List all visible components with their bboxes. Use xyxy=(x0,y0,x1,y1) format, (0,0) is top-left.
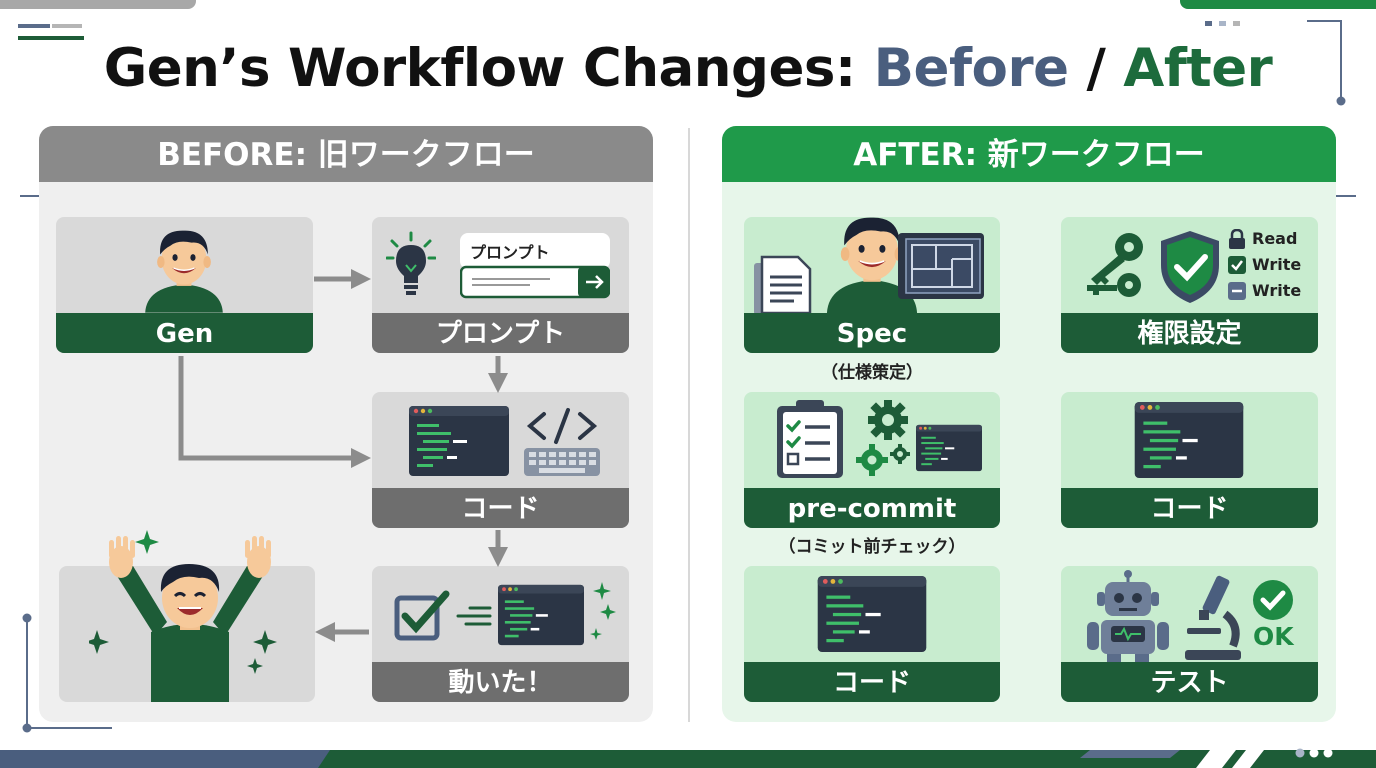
shield-check-icon xyxy=(1161,231,1219,303)
lightbulb-icon xyxy=(386,231,436,295)
robot-icon xyxy=(1087,570,1169,662)
sparkle-icon xyxy=(590,582,616,640)
title-before-word: Before xyxy=(873,38,1069,99)
corner-lines-top-left xyxy=(18,17,84,44)
after-code-label-2: コード xyxy=(744,662,1000,702)
gear-icon xyxy=(856,400,910,476)
corner-square xyxy=(1219,21,1226,26)
after-code-card-1: コード xyxy=(1061,392,1318,528)
after-permission-label: 権限設定 xyxy=(1061,313,1318,353)
perm-read-label: Read xyxy=(1252,229,1298,248)
terminal-icon xyxy=(916,422,982,474)
corner-square xyxy=(1233,21,1240,26)
after-code-label-1: コード xyxy=(1061,488,1318,528)
after-panel: AFTER: 新ワークフロー Spec （仕様策定） xyxy=(722,126,1336,722)
prompt-bubble: プロンプト xyxy=(460,233,610,269)
before-header: BEFORE: 旧ワークフロー xyxy=(39,126,653,182)
before-prompt-label: プロンプト xyxy=(372,313,629,353)
title-after-word: After xyxy=(1123,38,1273,99)
terminal-icon xyxy=(814,576,930,652)
after-precommit-label: pre-commit xyxy=(744,488,1000,528)
dots-icon xyxy=(1295,748,1333,758)
after-test-label: テスト xyxy=(1061,662,1318,702)
before-worked-label: 動いた！ xyxy=(372,662,629,702)
page-title: Gen’s Workflow Changes: Before / After xyxy=(103,38,1273,99)
after-precommit-sub: （コミット前チェック） xyxy=(778,537,966,557)
before-worked-card: 動いた！ xyxy=(372,566,629,702)
before-code-label: コード xyxy=(372,488,629,528)
sparkle-icon xyxy=(89,530,277,674)
after-permission-card: Read Write Write 権限設定 xyxy=(1061,217,1318,353)
after-spec-label: Spec xyxy=(744,313,1000,353)
before-code-card: コード xyxy=(372,392,629,528)
after-header: AFTER: 新ワークフロー xyxy=(722,126,1336,182)
ok-text: OK xyxy=(1253,622,1294,651)
corner-bar-top-right xyxy=(1180,0,1376,9)
before-prompt-card: プロンプト プロンプト xyxy=(372,217,629,353)
corner-square xyxy=(1205,21,1212,26)
checkbox-icon xyxy=(1228,256,1246,274)
before-panel: BEFORE: 旧ワークフロー Gen プロンプト プロンプト xyxy=(39,126,653,722)
corner-bar-top-left xyxy=(0,0,196,9)
after-spec-card: Spec xyxy=(744,217,1000,353)
speed-lines-icon xyxy=(456,606,492,626)
prompt-input-icon xyxy=(460,265,610,299)
before-gen-label: Gen xyxy=(56,313,313,353)
document-icon xyxy=(754,255,812,315)
code-tag-icon xyxy=(524,408,600,476)
panel-divider xyxy=(688,128,690,722)
minus-box-icon xyxy=(1228,282,1246,300)
bottom-band xyxy=(0,750,1376,768)
perm-write-label: Write xyxy=(1252,255,1302,274)
celebrating-person-icon xyxy=(109,536,271,702)
after-code-card-2: コード xyxy=(744,566,1000,702)
perm-write-label: Write xyxy=(1252,281,1302,300)
terminal-icon xyxy=(1131,402,1247,478)
blueprint-icon xyxy=(898,233,984,299)
after-test-card: OK テスト xyxy=(1061,566,1318,702)
before-gen-card: Gen xyxy=(56,217,313,353)
lock-icon xyxy=(1229,229,1245,249)
key-icon xyxy=(1087,233,1143,297)
microscope-icon xyxy=(1185,575,1241,660)
after-spec-sub: （仕様策定） xyxy=(821,363,923,383)
clipboard-checklist-icon xyxy=(777,400,843,478)
after-precommit-card: pre-commit xyxy=(744,392,1000,528)
checkbox-icon xyxy=(394,590,450,641)
check-circle-icon xyxy=(1253,580,1293,620)
